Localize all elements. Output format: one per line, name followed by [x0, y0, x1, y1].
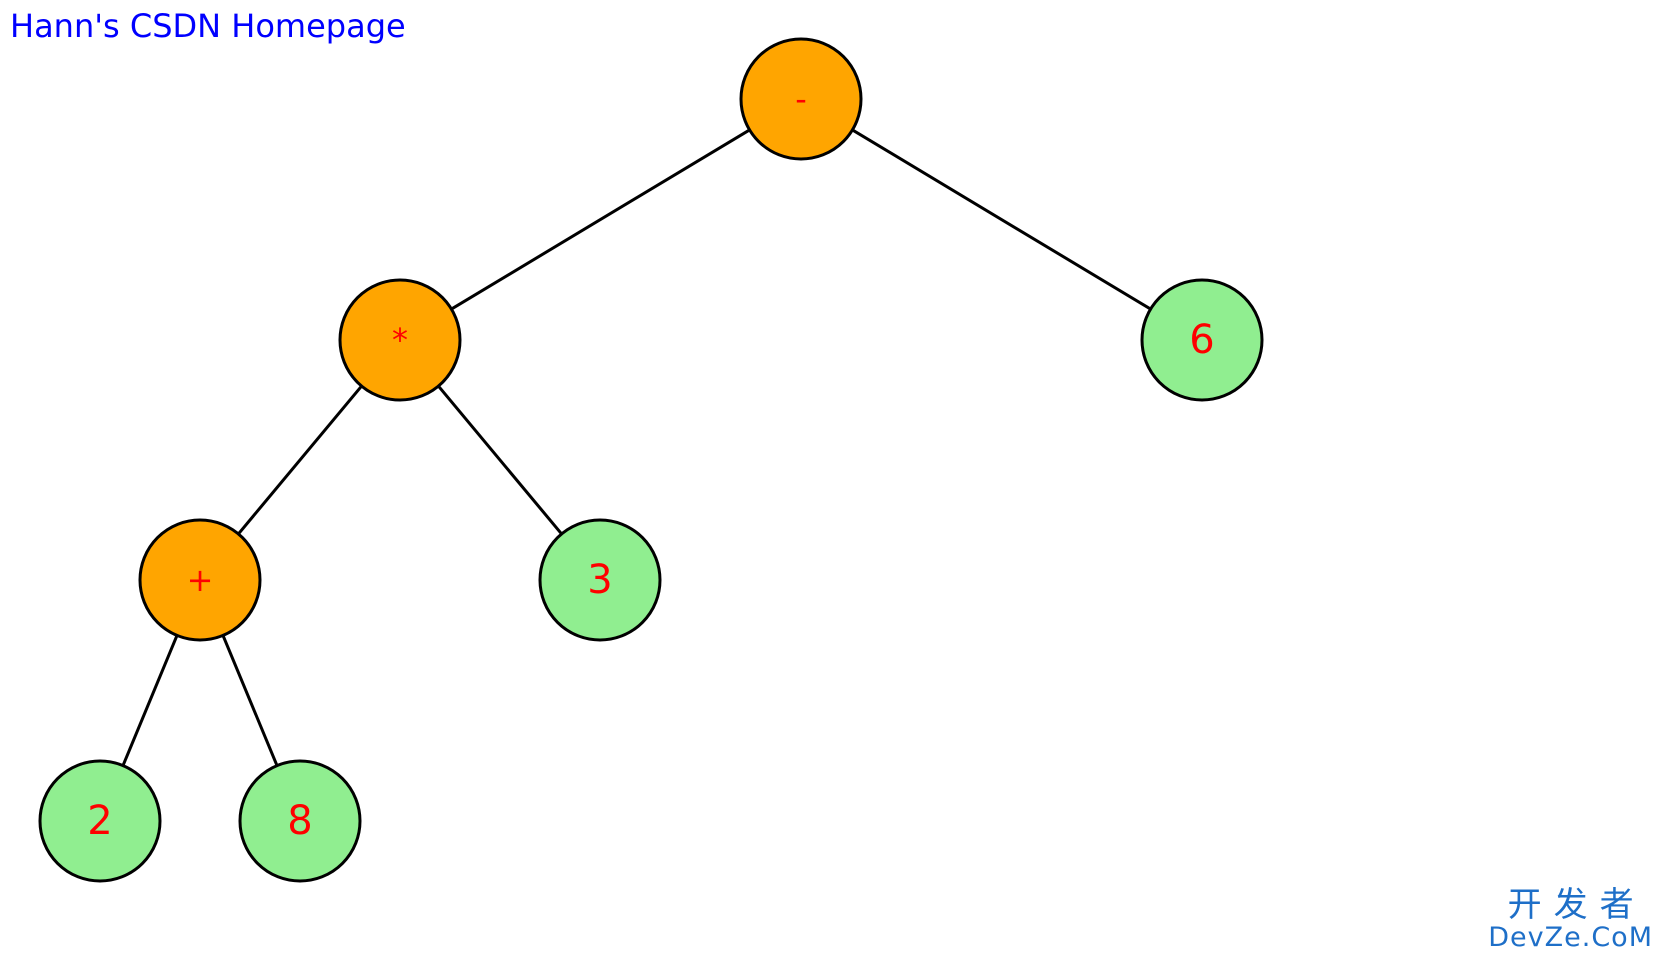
edge-minus-times — [450, 128, 751, 311]
node-circle-eight — [238, 759, 362, 883]
page-title[interactable]: Hann's CSDN Homepage — [10, 7, 406, 45]
edge-minus-six — [851, 128, 1152, 311]
tree-node-minus: - — [739, 37, 863, 161]
tree-nodes: - * 6 +3 2 8 — [38, 37, 1264, 883]
node-label-two: 2 — [87, 798, 112, 844]
tree-node-six: 6 — [1140, 278, 1264, 402]
tree-node-two: 2 — [38, 759, 162, 883]
node-label-three: 3 — [587, 557, 612, 603]
edge-times-plus — [237, 385, 363, 535]
site-watermark: 开发者 DevZe.CoM — [1488, 887, 1653, 953]
tree-edges — [121, 128, 1152, 767]
node-label-plus: + — [187, 561, 214, 599]
watermark-en-text: DevZe.CoM — [1488, 921, 1653, 953]
node-circle-plus — [138, 518, 262, 642]
edge-times-three — [437, 385, 563, 535]
edge-plus-two — [121, 634, 179, 767]
node-circle-three — [538, 518, 662, 642]
node-circle-six — [1140, 278, 1264, 402]
tree-node-eight: 8 — [238, 759, 362, 883]
tree-node-times: * — [338, 278, 462, 402]
node-circle-minus — [739, 37, 863, 161]
node-circle-two — [38, 759, 162, 883]
tree-node-three: 3 — [538, 518, 662, 642]
node-label-minus: - — [795, 80, 807, 118]
node-label-eight: 8 — [287, 798, 312, 844]
tree-node-plus: + — [138, 518, 262, 642]
node-label-times: * — [392, 321, 408, 359]
watermark-cn-text: 开发者 — [1507, 884, 1646, 925]
node-label-six: 6 — [1189, 317, 1214, 363]
node-circle-times — [338, 278, 462, 402]
edge-plus-eight — [221, 634, 279, 767]
